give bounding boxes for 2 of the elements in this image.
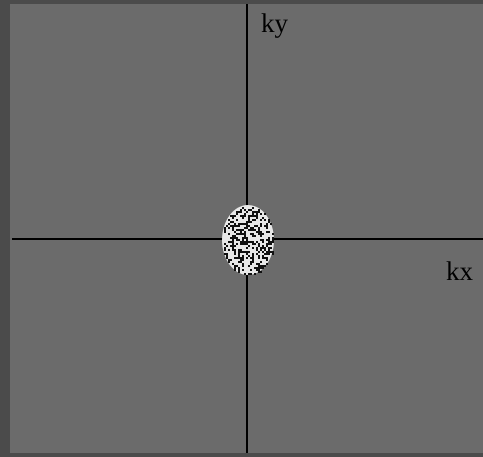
axis-label: ky	[261, 10, 288, 37]
axis-label: kx	[446, 258, 473, 285]
